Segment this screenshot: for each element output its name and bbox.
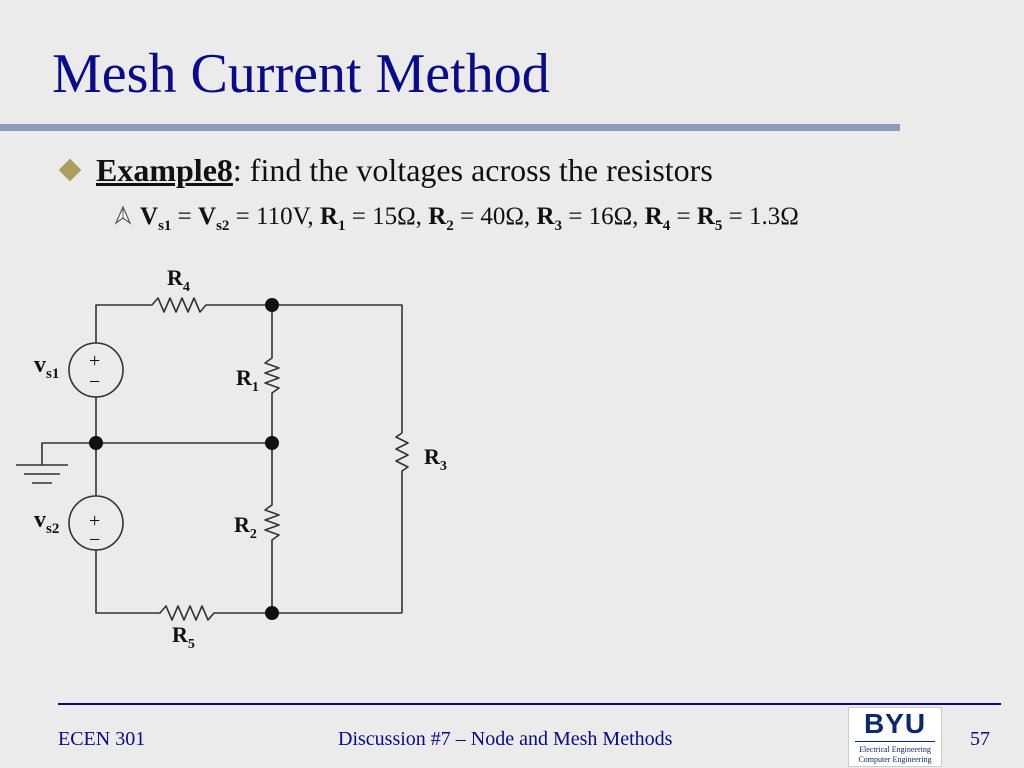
node-dot <box>265 298 279 312</box>
resistor-r3 <box>395 432 409 613</box>
logo-line2: Computer Engineering <box>858 755 932 764</box>
sub-bullet-text: Vs1 = Vs2 = 110V, R1 = 15Ω, R2 = 40Ω, R3… <box>140 203 799 234</box>
resistor-r1 <box>264 305 280 443</box>
diamond-bullet-icon <box>58 158 82 182</box>
label-vs2: vs2 <box>34 507 59 537</box>
vs1-plus: + <box>89 350 100 372</box>
page-number: 57 <box>970 728 990 750</box>
node-dot <box>265 606 279 620</box>
vs2-minus: − <box>89 529 100 551</box>
resistor-r2 <box>264 443 280 613</box>
footer-lecture: Discussion #7 – Node and Mesh Methods <box>338 728 673 750</box>
node-dot <box>265 436 279 450</box>
voltage-source-vs1 <box>68 342 124 398</box>
bullet-rest: : find the voltages across the resistors <box>232 152 713 188</box>
voltage-source-vs2 <box>68 495 124 551</box>
wire-bottom <box>95 548 402 621</box>
wire-top <box>95 297 403 433</box>
circuit-diagram: + − + − R4 R1 R3 R2 R5 vs1 vs2 <box>16 265 447 652</box>
label-r2: R2 <box>234 512 257 542</box>
footer-divider <box>58 703 1001 705</box>
logo-name: BYU <box>863 708 927 739</box>
logo-divider <box>855 741 935 742</box>
logo-line1: Electrical Engineering <box>859 745 931 754</box>
footer-course: ECEN 301 <box>58 728 146 750</box>
byu-logo: BYU Electrical Engineering Computer Engi… <box>848 707 942 767</box>
bullet-lead: Example8 <box>96 152 233 188</box>
bullet-text: Example8: find the voltages across the r… <box>96 152 713 189</box>
label-r5: R5 <box>172 622 195 652</box>
label-r1: R1 <box>236 365 259 395</box>
arrow-bullet-icon <box>114 205 132 225</box>
label-r4: R4 <box>167 265 190 295</box>
label-vs1: vs1 <box>34 352 59 382</box>
vs2-plus: + <box>89 510 100 532</box>
label-r3: R3 <box>424 444 447 474</box>
node-dot <box>89 436 103 450</box>
title-divider <box>0 124 900 131</box>
ground-wire <box>41 442 96 465</box>
slide-title: Mesh Current Method <box>52 43 550 105</box>
vs1-minus: − <box>89 371 100 393</box>
